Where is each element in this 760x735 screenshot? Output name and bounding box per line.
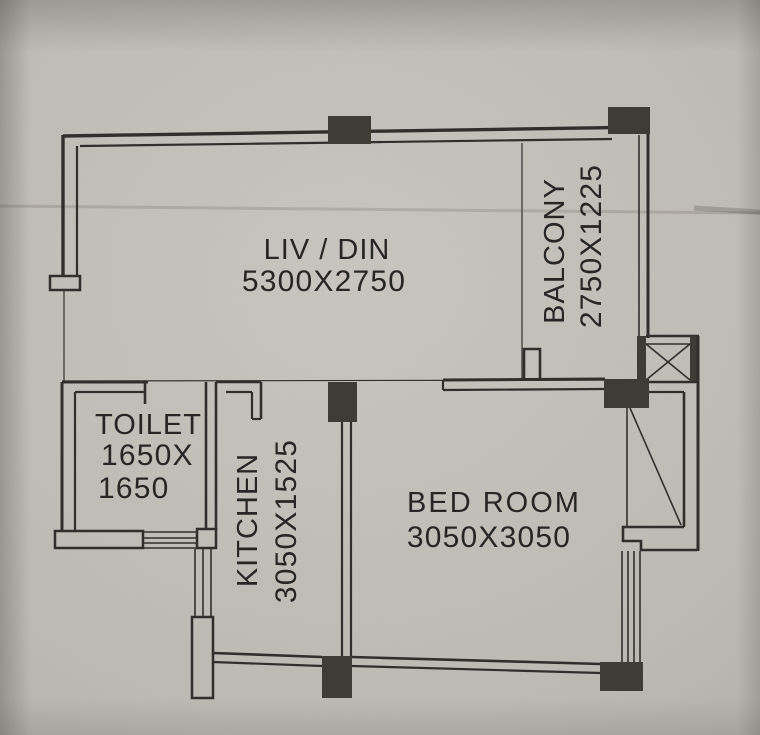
paper-grain xyxy=(0,0,760,735)
floor-plan-drawing: LIV / DIN 5300X2750 BALCONY 2750X1225 TO… xyxy=(0,0,760,735)
floor-plan-photo: LIV / DIN 5300X2750 BALCONY 2750X1225 TO… xyxy=(0,0,760,735)
